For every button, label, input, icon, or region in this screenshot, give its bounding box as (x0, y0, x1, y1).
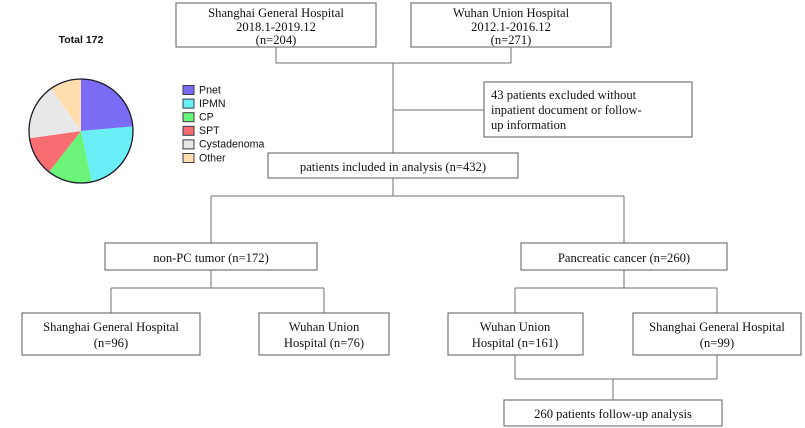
node-line: Wuhan Union (289, 320, 360, 334)
node-line: Shanghai General Hospital (649, 320, 785, 334)
legend-swatch-pnet (182, 85, 195, 95)
legend-swatch-ipmn (182, 98, 195, 109)
pie-slice-ipmn (81, 126, 133, 182)
node-line: Wuhan Union (480, 320, 551, 334)
connector-sources-to-included (275, 47, 512, 153)
node-pancreatic-cancer: Pancreatic cancer (n=260) (520, 242, 728, 271)
connector-group (110, 47, 718, 400)
pie-slice-cystadenoma (28, 88, 81, 139)
connector-included-to-split (210, 178, 625, 243)
legend-label-cp: CP (199, 111, 214, 123)
node-line: (n=204) (256, 33, 297, 47)
node-line: non-PC tumor (n=172) (153, 251, 269, 265)
pie-slice-pnet (81, 79, 133, 131)
legend-swatch-other (182, 153, 195, 163)
node-followup-analysis: 260 patients follow-up analysis (503, 399, 723, 427)
node-box (258, 312, 390, 356)
node-line: (n=99) (700, 336, 734, 350)
node-line: Shanghai General Hospital (208, 6, 344, 20)
node-source-shanghai: Shanghai General Hospital 2018.1-2019.12… (175, 2, 377, 48)
node-nonpc-shanghai: Shanghai General Hospital (n=96) (21, 312, 201, 356)
pie-chart-title: Total 172 (59, 34, 104, 46)
node-box (503, 399, 723, 427)
pie-slice-cp (48, 131, 92, 183)
node-pc-wuhan: Wuhan Union Hospital (n=161) (447, 312, 584, 356)
node-box (104, 242, 318, 271)
legend-swatch-cystadenoma (182, 139, 195, 150)
legend-label-spt: SPT (199, 125, 220, 137)
node-line: patients included in analysis (n=432) (300, 160, 486, 174)
node-line: 2018.1-2019.12 (236, 20, 316, 34)
legend-swatch-cp (182, 112, 195, 123)
node-line: (n=96) (94, 336, 128, 350)
node-line: up information (491, 118, 567, 132)
node-line: Wuhan Union Hospital (453, 6, 570, 20)
node-nonpc-wuhan: Wuhan Union Hospital (n=76) (258, 312, 390, 356)
node-box (21, 312, 201, 356)
node-box (267, 152, 519, 179)
legend-label-ipmn: IPMN (199, 98, 225, 110)
node-box (632, 312, 802, 356)
pie-outline (28, 78, 134, 184)
connector-pc-split (514, 270, 718, 313)
node-line: 2012.1-2016.12 (471, 20, 551, 34)
node-box (175, 2, 377, 48)
node-source-wuhan: Wuhan Union Hospital 2012.1-2016.12 (n=2… (410, 2, 612, 48)
node-non-pc-tumor: non-PC tumor (n=172) (104, 242, 318, 271)
node-included: patients included in analysis (n=432) (267, 152, 519, 179)
node-line: Hospital (n=161) (472, 336, 559, 350)
node-box (483, 81, 693, 138)
node-line: 43 patients excluded without (491, 88, 637, 102)
node-line: inpatient document or follow- (491, 103, 642, 117)
node-excluded: 43 patients excluded without inpatient d… (483, 81, 693, 138)
node-line: 260 patients follow-up analysis (534, 407, 692, 421)
pie-slice-spt (29, 131, 82, 172)
connector-pc-merge-followup (514, 355, 718, 400)
node-box (520, 242, 728, 271)
node-line: Pancreatic cancer (n=260) (558, 251, 690, 265)
pie-chart (28, 79, 133, 183)
node-line: Hospital (n=76) (284, 336, 364, 350)
node-line: (n=271) (491, 33, 532, 47)
connector-nonpc-split (110, 270, 325, 313)
pie-slice-other (51, 79, 81, 131)
legend-label-cystadenoma: Cystadenoma (199, 139, 264, 151)
node-pc-shanghai: Shanghai General Hospital (n=99) (632, 312, 802, 356)
node-box (447, 312, 584, 356)
legend-swatch-spt (182, 125, 195, 136)
legend-label-other: Other (199, 152, 226, 164)
node-line: Shanghai General Hospital (43, 320, 179, 334)
node-box (410, 2, 612, 48)
legend-label-pnet: Pnet (199, 84, 221, 96)
